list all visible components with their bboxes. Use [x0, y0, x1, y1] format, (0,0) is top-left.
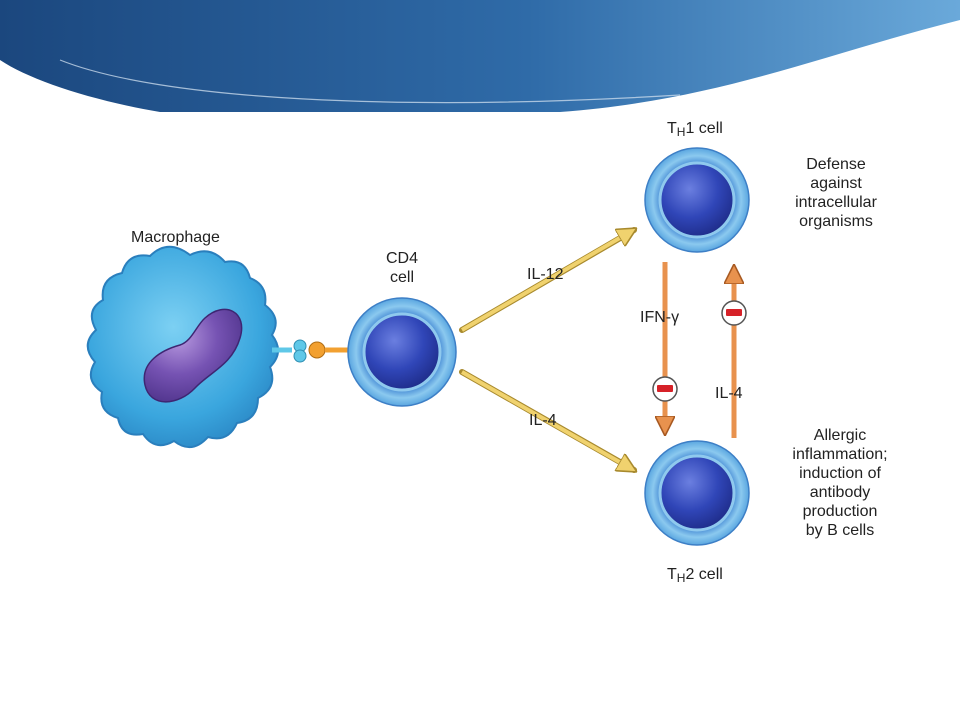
ifn-gamma-label: IFN-γ	[640, 309, 680, 326]
inhibition-symbol-th1	[721, 300, 747, 326]
antigen-peptide	[308, 341, 326, 359]
th1-function-text: Defense against intracellular organisms	[776, 155, 896, 231]
il4-label: IL-4	[529, 412, 557, 429]
th2-function-line: by B cells	[805, 522, 875, 539]
th1-cell	[644, 147, 750, 253]
th2-cell-label: TH2 cell	[667, 566, 723, 585]
th2-function-line: antibody	[809, 484, 871, 501]
il4-feedback-label: IL-4	[715, 385, 743, 402]
cd4-label-line1: CD4	[385, 250, 418, 267]
th1-function-line: Defense	[806, 156, 866, 173]
th2-function-line: production	[802, 503, 878, 520]
th2-function-line: Allergic	[813, 427, 867, 444]
macrophage-label: Macrophage	[131, 229, 220, 246]
th1-function-line: intracellular	[795, 194, 877, 211]
il12-arrow-fill	[460, 232, 630, 332]
mhc-receptor-right	[293, 349, 307, 363]
th1-cell-nucleus	[658, 161, 736, 239]
th2-cell	[644, 440, 750, 546]
slide-header-band	[0, 0, 960, 112]
th1-function-line: against	[810, 175, 862, 192]
mhc-tcr-contact	[272, 339, 348, 363]
cd4-cell-label: CD4 cell	[377, 249, 427, 287]
il12-label: IL-12	[527, 266, 564, 283]
cd4-label-line2: cell	[389, 269, 414, 286]
th2-function-line: inflammation;	[792, 446, 888, 463]
macrophage-nucleus	[143, 308, 243, 403]
th1-function-line: organisms	[799, 213, 873, 230]
cd4-cell-nucleus	[362, 312, 442, 392]
th2-function-line: induction of	[799, 465, 881, 482]
inhibition-symbol-th2	[652, 376, 678, 402]
th2-function-text: Allergic inflammation; induction of anti…	[776, 426, 904, 540]
il4-arrow-fill	[461, 370, 630, 468]
th1-cell-label: TH1 cell	[667, 120, 723, 139]
th2-cell-nucleus	[658, 454, 736, 532]
macrophage-cell	[86, 245, 279, 448]
cd4-cell	[347, 297, 457, 407]
